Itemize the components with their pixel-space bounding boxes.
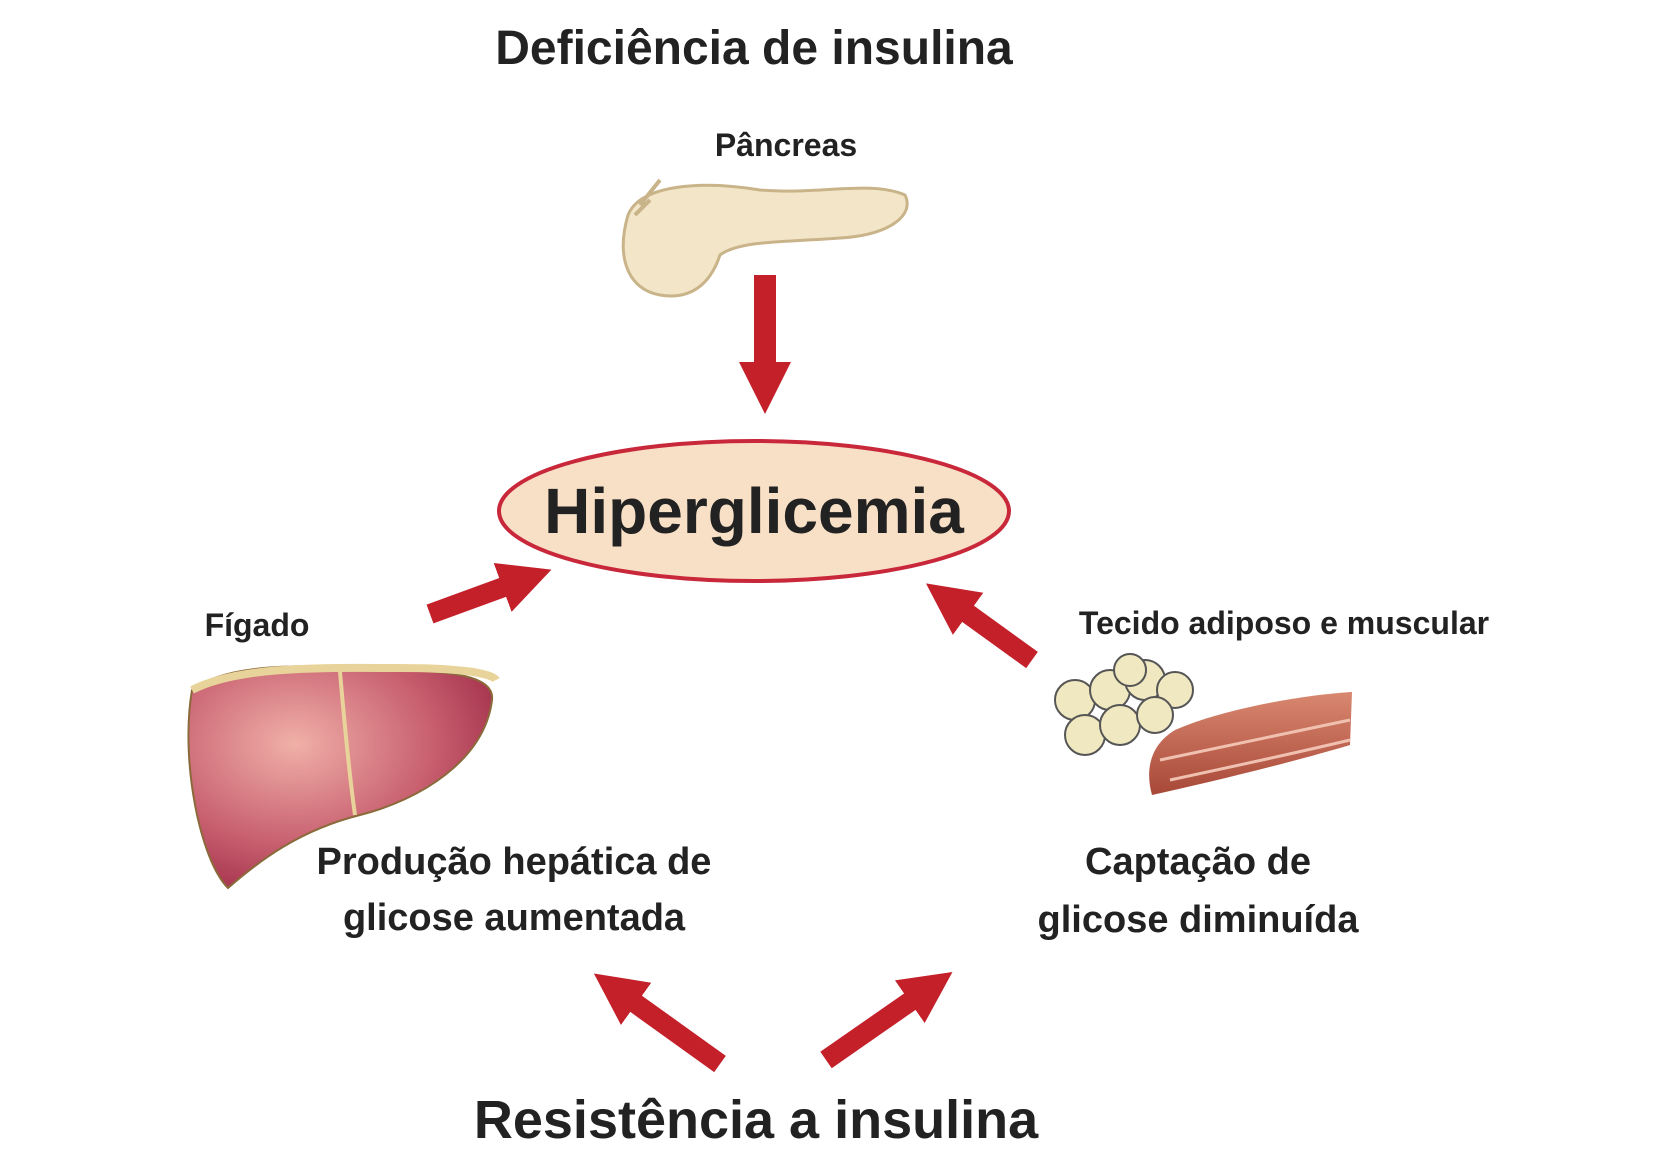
adipose-cells-illustration [1054,653,1194,756]
pancreas-illustration [621,178,909,298]
arrow-resistance-to-liver [593,973,726,1073]
tissue-effect-line1: Captação de [1085,841,1311,883]
tissue-effect-line2: glicose diminuída [1038,899,1360,941]
title-bottom: Resistência a insulina [474,1090,1039,1150]
liver-illustration [187,663,500,890]
muscle-illustration [1149,692,1352,795]
center-label: Hiperglicemia [544,475,964,547]
liver-effect-line2: glicose aumentada [343,897,686,939]
arrow-liver-to-hyperglycemia [426,563,552,624]
pancreas-label: Pâncreas [715,127,857,163]
hyperglycemia-ellipse: Hiperglicemia [497,439,1011,583]
liver-effect-line1: Produção hepática de [317,841,712,883]
title-top: Deficiência de insulina [495,22,1013,75]
arrow-resistance-to-tissue [820,972,953,1069]
tissue-label: Tecido adiposo e muscular [1079,605,1489,641]
arrow-tissue-to-hyperglycemia [925,583,1038,669]
liver-label: Fígado [205,607,310,643]
